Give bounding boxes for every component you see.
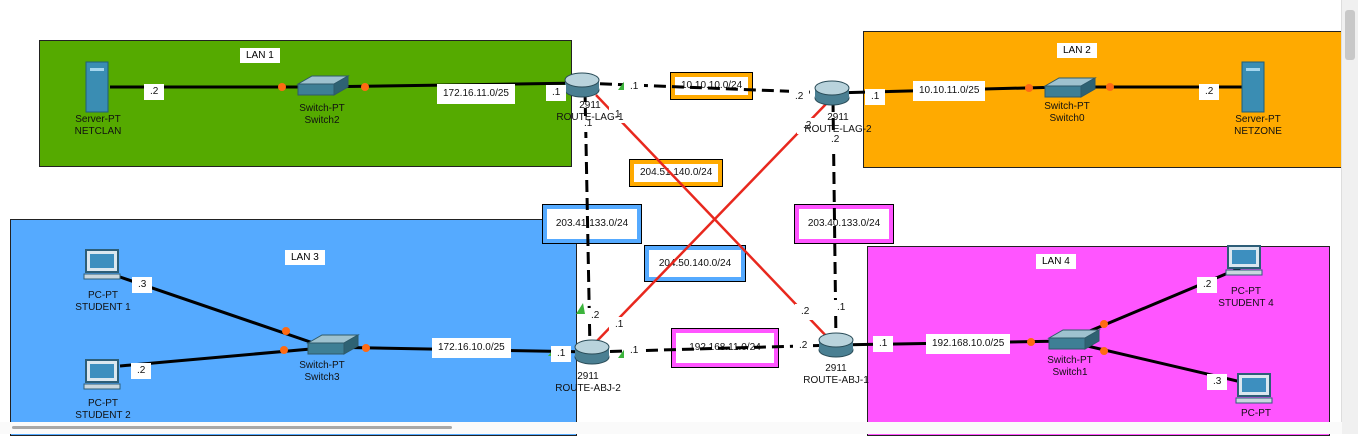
link-lag1-abj1	[595, 94, 831, 341]
port-label: .1	[578, 116, 599, 132]
port-label: 1	[609, 107, 627, 123]
router-icon[interactable]	[574, 339, 610, 365]
port-label: .3	[1207, 374, 1228, 390]
router-icon[interactable]	[814, 80, 850, 106]
link-pc2-switch3	[119, 346, 323, 368]
port-dot	[361, 83, 369, 91]
pc-icon[interactable]	[83, 359, 121, 390]
link-lag1-abj2	[583, 89, 592, 351]
port-label: .2	[789, 89, 810, 105]
port-label: .3	[132, 277, 153, 293]
port-label: .1	[865, 89, 886, 105]
port-dot	[280, 346, 288, 354]
device-caption-pc3: PC-PT	[1241, 408, 1271, 419]
switch-icon[interactable]	[1043, 77, 1097, 98]
lan1-title: LAN 1	[240, 48, 280, 63]
port-label: .1	[609, 317, 630, 333]
port-label: .1	[546, 85, 567, 101]
router-icon[interactable]	[564, 72, 600, 98]
port-dot	[1100, 320, 1108, 328]
lan2-title: LAN 2	[1057, 43, 1097, 58]
port-label: .1	[551, 346, 572, 362]
network-label-n3[interactable]: 10.10.11.0/25	[913, 81, 986, 101]
vertical-scroll-thumb[interactable]	[1345, 10, 1355, 60]
link-up-indicator	[576, 303, 585, 314]
network-label-n10[interactable]: 192.168.10.0/25	[926, 334, 1011, 354]
switch-icon[interactable]	[296, 75, 350, 96]
server-icon[interactable]	[1241, 61, 1265, 113]
port-label: .2	[1199, 84, 1220, 100]
vertical-scrollbar[interactable]	[1341, 0, 1358, 434]
lan3-title: LAN 3	[285, 250, 325, 265]
port-label: .2	[1197, 277, 1218, 293]
horizontal-scroll-thumb[interactable]	[12, 426, 452, 429]
port-label: .2	[144, 84, 165, 100]
port-label: .2	[585, 308, 606, 324]
pc-icon[interactable]	[1225, 245, 1263, 276]
port-label: .2	[793, 338, 814, 354]
switch-icon[interactable]	[1047, 329, 1101, 350]
port-dot	[278, 83, 286, 91]
port-label: .1	[831, 300, 852, 316]
horizontal-scrollbar[interactable]	[0, 422, 1342, 434]
network-box-n6[interactable]: 203.40.133.0/24	[794, 204, 894, 244]
port-dot	[1027, 338, 1035, 346]
port-label: .1	[873, 336, 894, 352]
port-dot	[362, 344, 370, 352]
pc-icon[interactable]	[1235, 373, 1273, 404]
port-label: .2	[795, 304, 816, 320]
network-label-n1[interactable]: 172.16.11.0/25	[437, 84, 515, 104]
link-pc1-switch3	[119, 275, 323, 348]
port-dot	[282, 327, 290, 335]
server-icon[interactable]	[85, 61, 109, 113]
lan4-title: LAN 4	[1036, 254, 1076, 269]
pc-icon[interactable]	[83, 249, 121, 280]
router-icon[interactable]	[818, 332, 854, 358]
link-abj2-lag2	[595, 103, 827, 343]
port-label: .2	[797, 118, 818, 134]
network-box-n4[interactable]: 204.51.140.0/24	[628, 159, 724, 187]
port-label: .1	[624, 79, 645, 95]
port-label: .2	[131, 363, 152, 379]
port-dot	[1106, 83, 1114, 91]
port-label: .1	[624, 343, 645, 359]
port-dot	[1025, 84, 1033, 92]
network-label-n8[interactable]: 172.16.10.0/25	[432, 338, 511, 358]
switch-icon[interactable]	[306, 334, 360, 355]
network-box-n5[interactable]: 203.41.133.0/24	[542, 204, 642, 244]
port-dot	[1100, 347, 1108, 355]
port-label: .2	[825, 132, 846, 148]
